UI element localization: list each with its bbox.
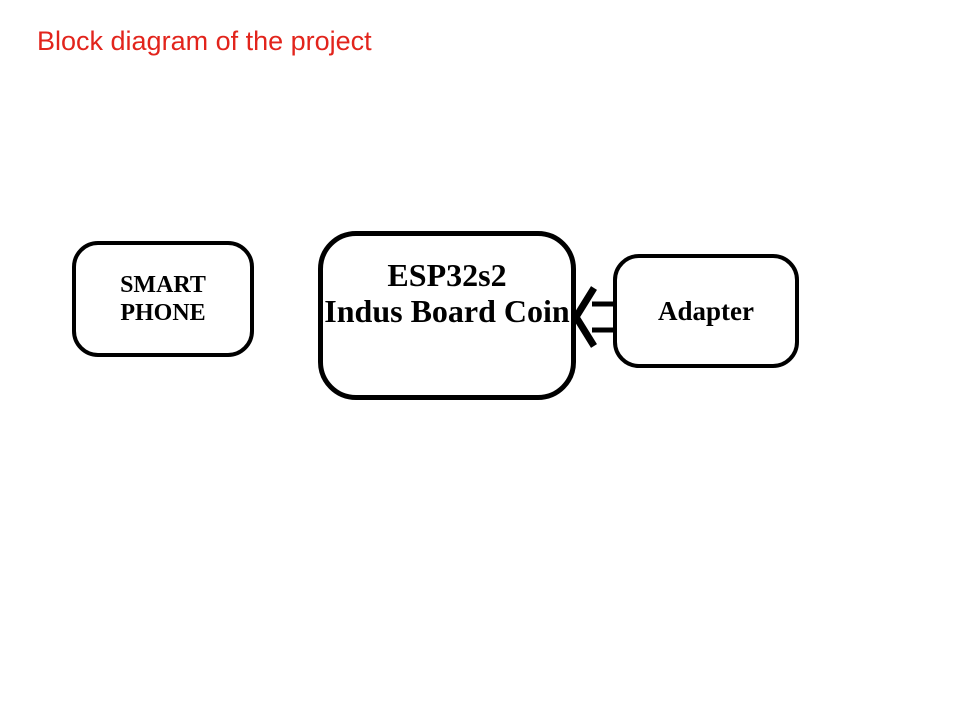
- node-adapter-label: Adapter: [658, 296, 754, 326]
- node-esp32-label-line2: Indus Board Coin: [324, 293, 570, 329]
- node-smartphone-label-line1: SMART: [120, 272, 206, 298]
- node-smartphone-label-line2: PHONE: [120, 300, 206, 326]
- node-smartphone: SMART PHONE: [72, 241, 254, 357]
- slide-title: Block diagram of the project: [37, 26, 372, 56]
- node-esp32-indus-board: ESP32s2 Indus Board Coin: [318, 231, 576, 400]
- arrow-head-icon: [571, 286, 597, 348]
- node-adapter: Adapter: [613, 254, 799, 368]
- node-esp32-label-line1: ESP32s2: [387, 257, 507, 293]
